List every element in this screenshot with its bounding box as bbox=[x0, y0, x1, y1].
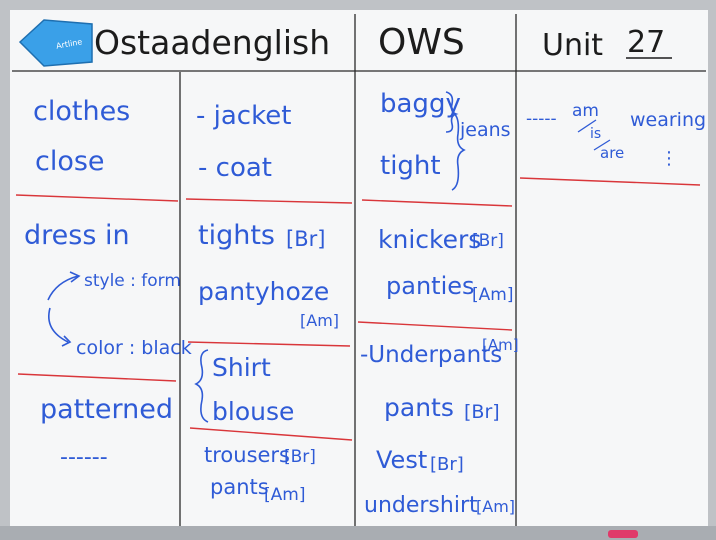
unit-number: 27 bbox=[627, 25, 665, 60]
word-am: am bbox=[572, 101, 599, 121]
word-underpants: -Underpants bbox=[360, 342, 502, 368]
word-coat: - coat bbox=[198, 153, 272, 183]
tag-knickers-br: [Br] bbox=[472, 231, 504, 251]
slashes-col4 bbox=[577, 119, 611, 151]
red-separators bbox=[15, 177, 701, 441]
blank-dashes: ------ bbox=[60, 445, 108, 470]
column-4: ----- am is are wearing ⋮ bbox=[526, 101, 706, 169]
red-line-c4-a bbox=[519, 177, 701, 186]
word-tights: tights bbox=[198, 220, 275, 251]
word-panties: panties bbox=[386, 272, 475, 300]
word-baggy: baggy bbox=[380, 89, 461, 119]
word-undershirt: undershirt bbox=[364, 493, 478, 518]
word-patterned: patterned bbox=[40, 394, 173, 425]
continuation-dots: ⋮ bbox=[660, 148, 678, 169]
word-close: close bbox=[35, 146, 105, 177]
tag-pants-am: [Am] bbox=[264, 485, 305, 505]
braces-col3 bbox=[445, 91, 466, 191]
brand-title: Ostaadenglish bbox=[94, 23, 330, 62]
word-blouse: blouse bbox=[212, 397, 294, 426]
arrow-to-color bbox=[48, 307, 69, 343]
column-2: - jacket - coat tights [Br] pantyhoze [A… bbox=[196, 101, 339, 505]
board-grid bbox=[12, 14, 706, 526]
word-pants-am: pants bbox=[210, 475, 269, 499]
word-tight: tight bbox=[380, 151, 441, 181]
word-wearing: wearing bbox=[630, 109, 706, 131]
tag-tights-br: [Br] bbox=[286, 227, 325, 251]
program-title: OWS bbox=[378, 22, 465, 63]
slash-1 bbox=[577, 119, 597, 133]
arrow-head-color bbox=[61, 335, 72, 347]
word-vest: Vest bbox=[376, 446, 427, 474]
word-pantyhoze: pantyhoze bbox=[198, 277, 329, 306]
word-shirt: Shirt bbox=[212, 353, 271, 382]
tag-pantyhoze-am: [Am] bbox=[300, 311, 339, 330]
column-1: clothes close dress in style : form colo… bbox=[24, 96, 192, 470]
tag-underpants-am: [Am] bbox=[482, 336, 519, 354]
word-trousers: trousers bbox=[204, 443, 290, 467]
word-clothes: clothes bbox=[33, 96, 130, 127]
eraser-shape bbox=[18, 19, 93, 67]
brace-jeans bbox=[451, 111, 466, 191]
arrow-head-style bbox=[69, 271, 81, 283]
tag-panties-am: [Am] bbox=[472, 285, 513, 305]
red-line-c1-a bbox=[15, 194, 179, 202]
tag-trousers-br: [Br] bbox=[284, 447, 316, 467]
phrase-dress-in: dress in bbox=[24, 220, 130, 251]
brace-shirt-blouse bbox=[194, 349, 209, 423]
column-3: baggy tight jeans knickers [Br] panties … bbox=[360, 89, 519, 518]
word-is: is bbox=[590, 126, 601, 142]
red-line-c3-b bbox=[357, 321, 513, 331]
marker-in-tray bbox=[608, 530, 638, 538]
arrows bbox=[47, 271, 81, 347]
red-line-c2-b bbox=[187, 341, 351, 347]
arrow-to-style bbox=[47, 275, 79, 301]
tag-undershirt-am: [Am] bbox=[476, 497, 515, 516]
tag-pants-br: [Br] bbox=[464, 401, 500, 423]
board-tray bbox=[0, 526, 716, 540]
blank-dashes-c4: ----- bbox=[526, 109, 557, 129]
red-line-c1-b bbox=[17, 373, 177, 382]
brace-small bbox=[445, 91, 459, 133]
word-knickers: knickers bbox=[378, 225, 481, 254]
slash-2 bbox=[593, 139, 611, 151]
color-black: color : black bbox=[76, 337, 192, 359]
style-formal: style : form bbox=[84, 271, 181, 291]
board-surface bbox=[10, 10, 708, 528]
word-are: are bbox=[600, 144, 624, 162]
word-pants-br: pants bbox=[384, 393, 454, 422]
red-line-c3-a bbox=[361, 199, 513, 207]
red-line-c2-a bbox=[185, 198, 353, 204]
word-jeans: jeans bbox=[459, 119, 511, 141]
red-line-c2-c bbox=[189, 427, 353, 441]
tag-vest-br: [Br] bbox=[430, 454, 464, 475]
word-jacket: - jacket bbox=[196, 101, 291, 131]
eraser: Artline bbox=[18, 19, 93, 67]
unit-label: Unit bbox=[542, 28, 603, 63]
